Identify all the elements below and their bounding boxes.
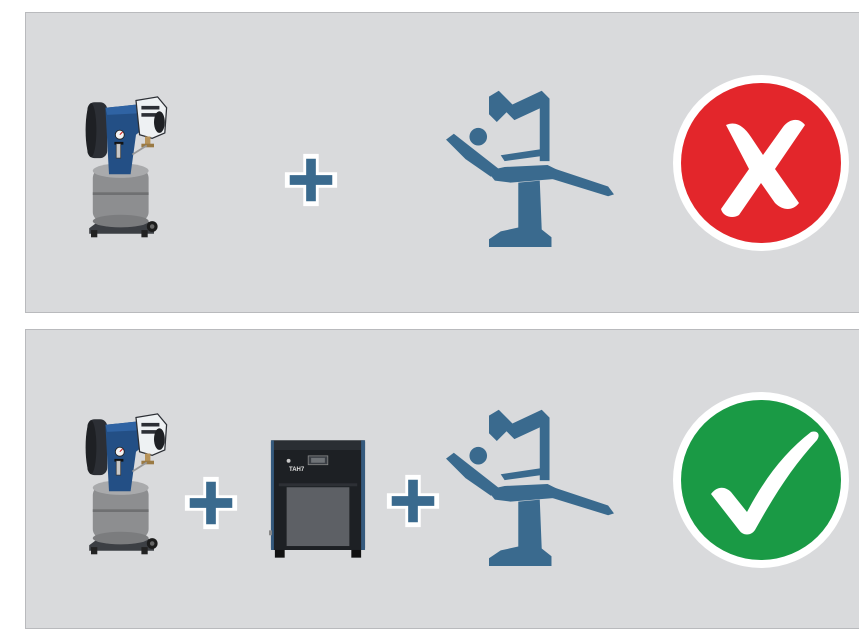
incorrect-setup-panel [25,12,859,313]
plus-icon [282,151,340,209]
cross-mark-icon [671,73,851,253]
plus-icon [384,472,442,530]
air-dryer-unit-icon: TAH7 [269,439,367,559]
correct-setup-panel: TAH7 [25,329,859,629]
plus-icon [182,474,240,532]
check-mark-icon [671,390,851,570]
dental-chair-icon [442,83,618,249]
air-compressor-icon [82,85,172,251]
dryer-model-label: TAH7 [289,467,304,473]
air-compressor-icon [82,402,172,568]
dental-chair-icon [442,402,618,568]
